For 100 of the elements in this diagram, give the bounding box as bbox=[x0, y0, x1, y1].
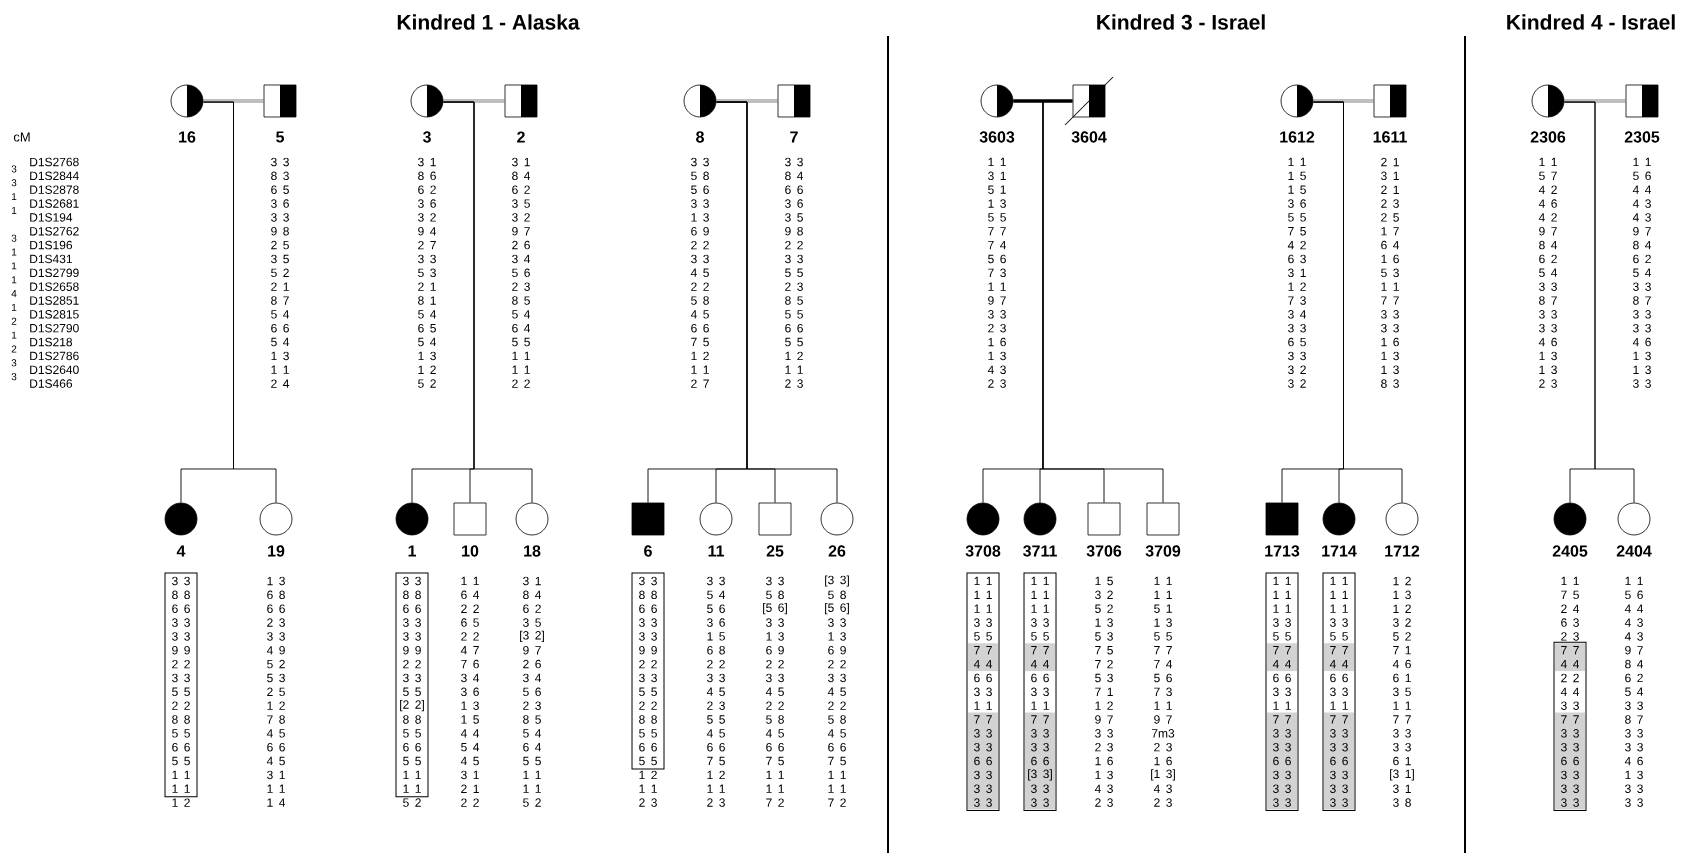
allele-pair: 6 9 bbox=[691, 227, 709, 236]
marker-name: D1S2799 bbox=[30, 268, 79, 278]
allele-pair: 3 3 bbox=[1330, 798, 1348, 807]
allele-pair: 3 3 bbox=[974, 770, 992, 780]
marker-name: D1S466 bbox=[30, 379, 73, 388]
allele-pair: 8 8 bbox=[403, 590, 421, 600]
allele-pair: 1 3 bbox=[1625, 770, 1643, 780]
allele-pair: 9 4 bbox=[418, 227, 437, 236]
allele-pair: 3 3 bbox=[1330, 784, 1348, 793]
allele-pair: 3 3 bbox=[1330, 687, 1348, 697]
couple-line bbox=[715, 99, 779, 103]
allele-pair: 1 1 bbox=[766, 770, 784, 779]
allele-pair: 1 1 bbox=[828, 770, 846, 779]
allele-pair: 3 3 bbox=[1330, 729, 1348, 738]
allele-pair: 3 3 bbox=[1633, 323, 1651, 333]
allele-pair: 7 4 bbox=[1154, 659, 1173, 669]
allele-pair: 3 3 bbox=[403, 632, 421, 641]
allele-pair: 3 6 bbox=[461, 687, 479, 697]
allele-pair: 3 3 bbox=[403, 576, 421, 586]
allele-pair: 1 1 bbox=[988, 282, 1006, 291]
allele-pair: 3 3 bbox=[639, 576, 657, 586]
allele-pair: 2 1 bbox=[461, 784, 479, 793]
allele-pair: 6 6 bbox=[974, 756, 992, 766]
marker-name: D1S196 bbox=[30, 240, 73, 250]
allele-pair: 3 3 bbox=[267, 632, 285, 641]
allele-pair: 1 1 bbox=[974, 590, 992, 599]
allele-pair: 4 5 bbox=[690, 268, 709, 277]
individual-id: 1714 bbox=[1322, 545, 1357, 557]
allele-pair: 1 3 bbox=[988, 351, 1006, 361]
allele-pair: 3 3 bbox=[707, 673, 725, 683]
allele-pair: 1 2 bbox=[172, 798, 190, 807]
allele-pair: 2 2 bbox=[691, 282, 709, 291]
marker-name: D1S194 bbox=[30, 213, 73, 222]
allele-pair: 1 3 bbox=[691, 213, 709, 222]
allele-pair: 3 6 bbox=[1288, 199, 1306, 208]
individual-id: 3706 bbox=[1086, 545, 1122, 557]
allele-pair: 5 3 bbox=[1381, 268, 1399, 278]
allele-pair: 5 5 bbox=[974, 632, 992, 641]
allele-pair: [3 3] bbox=[1028, 769, 1052, 781]
allele-pair: 7 5 bbox=[828, 756, 846, 766]
allele-pair: 9 7 bbox=[1154, 715, 1172, 724]
allele-pair: 7 2 bbox=[766, 798, 784, 807]
allele-pair: 7 7 bbox=[1330, 715, 1348, 724]
allele-pair: 6 6 bbox=[974, 673, 992, 683]
allele-pair: 2 1 bbox=[271, 282, 289, 291]
allele-pair: 1 1 bbox=[403, 784, 421, 793]
individual-id: 1612 bbox=[1280, 131, 1315, 143]
allele-pair: 7 7 bbox=[1031, 646, 1049, 655]
allele-pair: 9 7 bbox=[1625, 646, 1643, 655]
allele-pair: 5 2 bbox=[1393, 632, 1411, 641]
allele-pair: 6 6 bbox=[172, 604, 190, 613]
allele-pair: 1 2 bbox=[418, 365, 436, 374]
allele-pair: 2 7 bbox=[691, 379, 709, 388]
individual-id: 3604 bbox=[1071, 131, 1107, 143]
allele-pair: 2 3 bbox=[1561, 632, 1579, 641]
allele-pair: 5 5 bbox=[639, 729, 657, 738]
allele-pair: 3 3 bbox=[1381, 310, 1399, 319]
allele-pair: 6 2 bbox=[523, 604, 541, 613]
allele-pair: 2 3 bbox=[785, 282, 803, 291]
allele-pair: 7 5 bbox=[1095, 646, 1113, 655]
allele-pair: 5 5 bbox=[785, 310, 803, 319]
allele-pair: 1 1 bbox=[1539, 157, 1557, 167]
allele-pair: 3 3 bbox=[766, 618, 784, 627]
individual-id: 1713 bbox=[1265, 545, 1300, 557]
allele-pair: 6 5 bbox=[461, 618, 479, 627]
allele-pair: 1 1 bbox=[974, 701, 992, 710]
allele-pair: 2 1 bbox=[418, 282, 436, 291]
allele-pair: 5 2 bbox=[267, 659, 285, 669]
allele-pair: 2 5 bbox=[1381, 213, 1399, 222]
allele-pair: [1 3] bbox=[1151, 769, 1175, 781]
kindred-heading: Kindred 1 - Alaska bbox=[397, 14, 580, 30]
allele-pair: 6 6 bbox=[403, 604, 421, 613]
unit-label: cM bbox=[13, 132, 30, 142]
allele-pair: 7 2 bbox=[1095, 659, 1113, 669]
allele-pair: 6 6 bbox=[639, 742, 657, 752]
allele-pair: 3 3 bbox=[639, 618, 657, 627]
allele-pair: 7 7 bbox=[1393, 715, 1411, 724]
allele-pair: 1 1 bbox=[639, 784, 657, 793]
allele-pair: 4 2 bbox=[1538, 185, 1557, 194]
distance-value: 3 bbox=[11, 179, 17, 187]
allele-pair: 7 7 bbox=[974, 715, 992, 724]
allele-pair: 5 4 bbox=[271, 337, 290, 347]
allele-pair: 8 5 bbox=[512, 296, 530, 305]
allele-pair: 9 9 bbox=[639, 646, 657, 655]
individual-id: 18 bbox=[524, 545, 541, 557]
allele-pair: 2 2 bbox=[828, 701, 846, 710]
allele-pair: 6 6 bbox=[691, 323, 709, 333]
allele-pair: 3 3 bbox=[974, 784, 992, 793]
allele-pair: 2 2 bbox=[403, 659, 421, 669]
allele-pair: 1 1 bbox=[172, 770, 190, 779]
allele-pair: 1 1 bbox=[1625, 576, 1643, 586]
allele-pair: 3 1 bbox=[523, 576, 541, 586]
allele-pair: 3 1 bbox=[1393, 784, 1411, 793]
allele-pair: 1 1 bbox=[1031, 701, 1049, 710]
allele-pair: 2 3 bbox=[512, 282, 530, 291]
allele-pair: 7 7 bbox=[1273, 715, 1291, 724]
allele-pair: 3 3 bbox=[828, 673, 846, 683]
allele-pair: 5 5 bbox=[639, 756, 657, 766]
allele-pair: 5 2 bbox=[403, 798, 421, 807]
allele-pair: 7 7 bbox=[1561, 715, 1579, 724]
